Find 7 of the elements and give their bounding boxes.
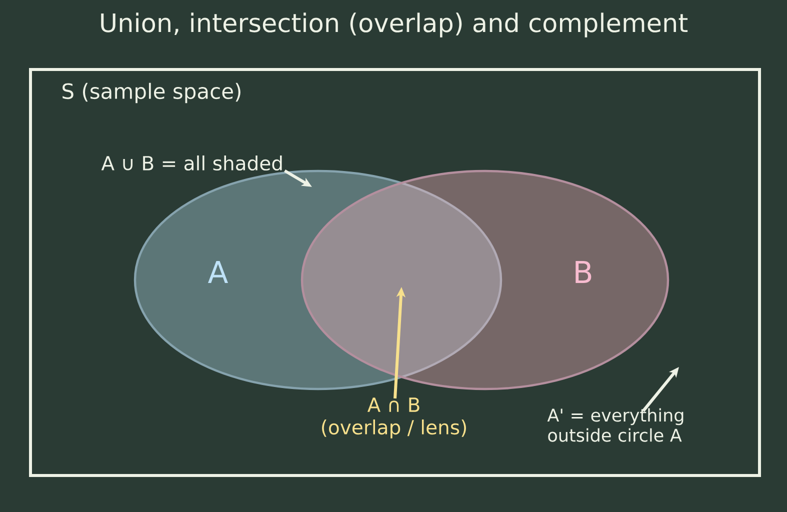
title: Union, intersection (overlap) and complement [101,12,688,38]
set-label: A [208,261,228,283]
annotation: A' = everything outside circle A [547,408,684,442]
box-label: S (sample space) [62,82,240,104]
annotation: A ∪ B = all shaded [101,155,282,171]
annotation: A ∩ B (overlap / lens) [322,398,466,438]
set-label: B [576,261,592,283]
